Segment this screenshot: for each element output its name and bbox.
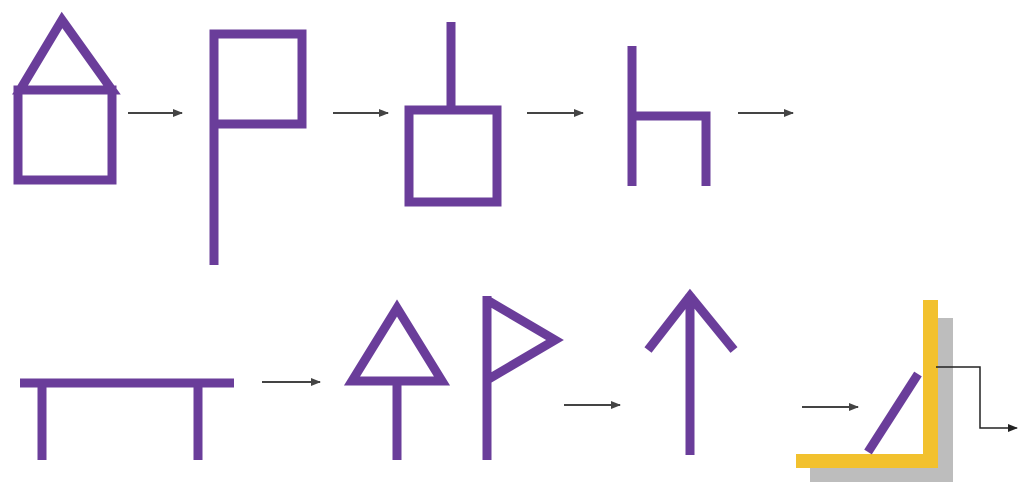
h-shape <box>632 46 706 186</box>
pennant-shape <box>487 296 555 460</box>
corner-bracket-shape <box>796 300 953 482</box>
house-shape <box>18 20 112 180</box>
table-shape <box>20 383 234 460</box>
stem-box-shape <box>409 22 497 202</box>
flag-shape <box>214 30 302 265</box>
up-arrow-shape <box>648 294 734 455</box>
triangle-post-shape <box>352 308 442 460</box>
